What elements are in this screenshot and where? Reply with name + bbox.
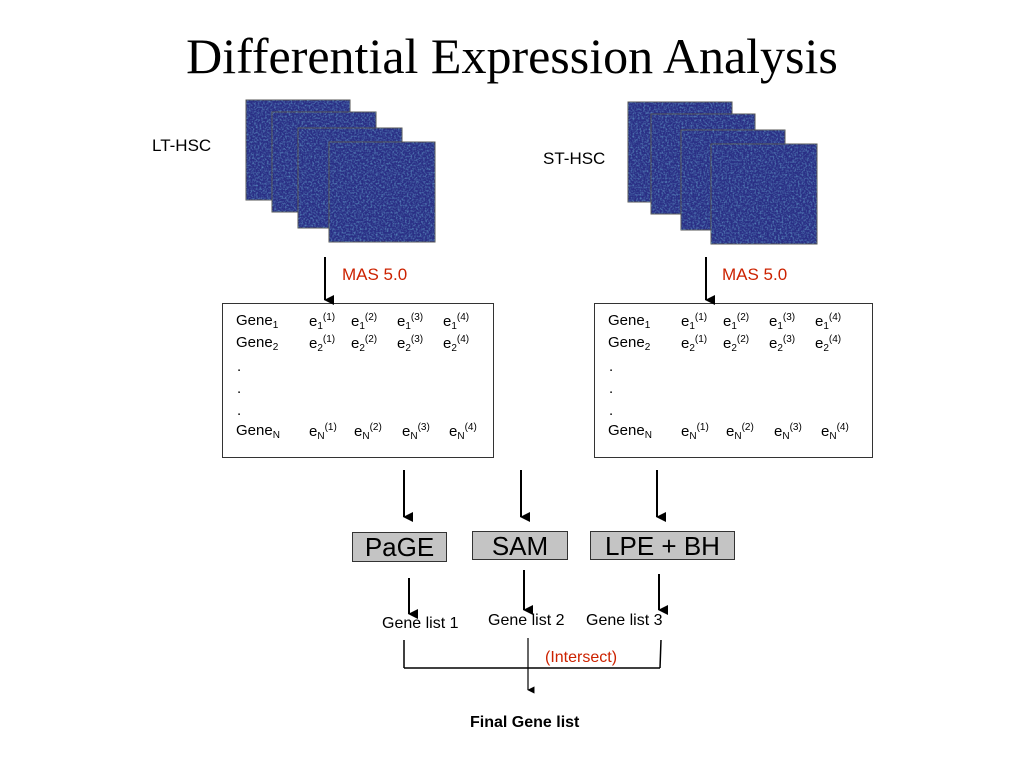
expression-value: eN(2): [354, 422, 382, 442]
chip-4: [710, 143, 818, 245]
method-label-st-hsc: MAS 5.0: [722, 265, 788, 284]
matrix-row: GeneN eN(1) eN(2) eN(3) eN(4): [223, 422, 493, 444]
expression-value: e2(1): [309, 334, 336, 354]
matrix-row: Gene2 e2(1) e2(2) e2(3) e2(4): [595, 334, 872, 356]
expression-value: e1(3): [397, 312, 424, 332]
chip-4: [328, 141, 436, 243]
matrix-row: Gene1 e1(1) e1(2) e1(3) e1(4): [223, 312, 493, 334]
page-title: Differential Expression Analysis: [186, 28, 838, 84]
ellipsis-dot: .: [237, 402, 242, 419]
gene-label: Gene1: [608, 312, 651, 331]
expression-value: e1(4): [815, 312, 842, 332]
gene-list-2: Gene list 2: [488, 612, 565, 629]
gene-label: GeneN: [236, 422, 280, 441]
tool-page: PaGE: [352, 532, 447, 562]
group-label-st-hsc: ST-HSC: [543, 149, 606, 168]
expression-value: e2(4): [443, 334, 470, 354]
expression-value: e2(3): [397, 334, 424, 354]
intersect-label: (Intersect): [545, 649, 618, 666]
group-label-lt-hsc: LT-HSC: [152, 136, 212, 155]
expression-value: eN(1): [681, 422, 709, 442]
expression-value: e1(1): [681, 312, 708, 332]
expression-value: e2(3): [769, 334, 796, 354]
expression-value: e2(2): [723, 334, 750, 354]
gene-list-1: Gene list 1: [382, 615, 459, 632]
matrix-row: Gene2 e2(1) e2(2) e2(3) e2(4): [223, 334, 493, 356]
gene-label: GeneN: [608, 422, 652, 441]
gene-list-3: Gene list 3: [586, 612, 663, 629]
gene-label: Gene2: [608, 334, 651, 353]
tool-lpe-bh: LPE + BH: [590, 531, 735, 560]
expression-value: e2(1): [681, 334, 708, 354]
expression-matrix-st-hsc: Gene1 e1(1) e1(2) e1(3) e1(4) Gene2 e2(1) e2(2)…: [594, 303, 873, 458]
expression-value: eN(4): [449, 422, 477, 442]
expression-value: eN(3): [402, 422, 430, 442]
ellipsis-dot: .: [237, 358, 242, 375]
ellipsis-dot: .: [609, 358, 614, 375]
tool-sam: SAM: [472, 531, 568, 560]
matrix-row: GeneN eN(1) eN(2) eN(3) eN(4): [595, 422, 872, 444]
expression-value: eN(2): [726, 422, 754, 442]
matrix-row: Gene1 e1(1) e1(2) e1(3) e1(4): [595, 312, 872, 334]
expression-value: e2(2): [351, 334, 378, 354]
gene-label: Gene1: [236, 312, 279, 331]
expression-matrix-lt-hsc: Gene1 e1(1) e1(2) e1(3) e1(4) Gene2 e2(1) e2(2)…: [222, 303, 494, 458]
expression-value: eN(4): [821, 422, 849, 442]
expression-value: e1(2): [723, 312, 750, 332]
expression-value: e1(2): [351, 312, 378, 332]
microarray-stack-lt-hsc: [245, 99, 436, 243]
expression-value: e1(3): [769, 312, 796, 332]
expression-value: e1(4): [443, 312, 470, 332]
intersect-bracket: [403, 639, 662, 669]
expression-value: e2(4): [815, 334, 842, 354]
expression-value: e1(1): [309, 312, 336, 332]
ellipsis-dot: .: [609, 402, 614, 419]
gene-label: Gene2: [236, 334, 279, 353]
method-label-lt-hsc: MAS 5.0: [342, 265, 408, 284]
expression-value: eN(1): [309, 422, 337, 442]
expression-value: eN(3): [774, 422, 802, 442]
ellipsis-dot: .: [237, 380, 242, 397]
final-gene-list-label: Final Gene list: [470, 714, 580, 731]
microarray-stack-st-hsc: [627, 101, 818, 245]
ellipsis-dot: .: [609, 380, 614, 397]
